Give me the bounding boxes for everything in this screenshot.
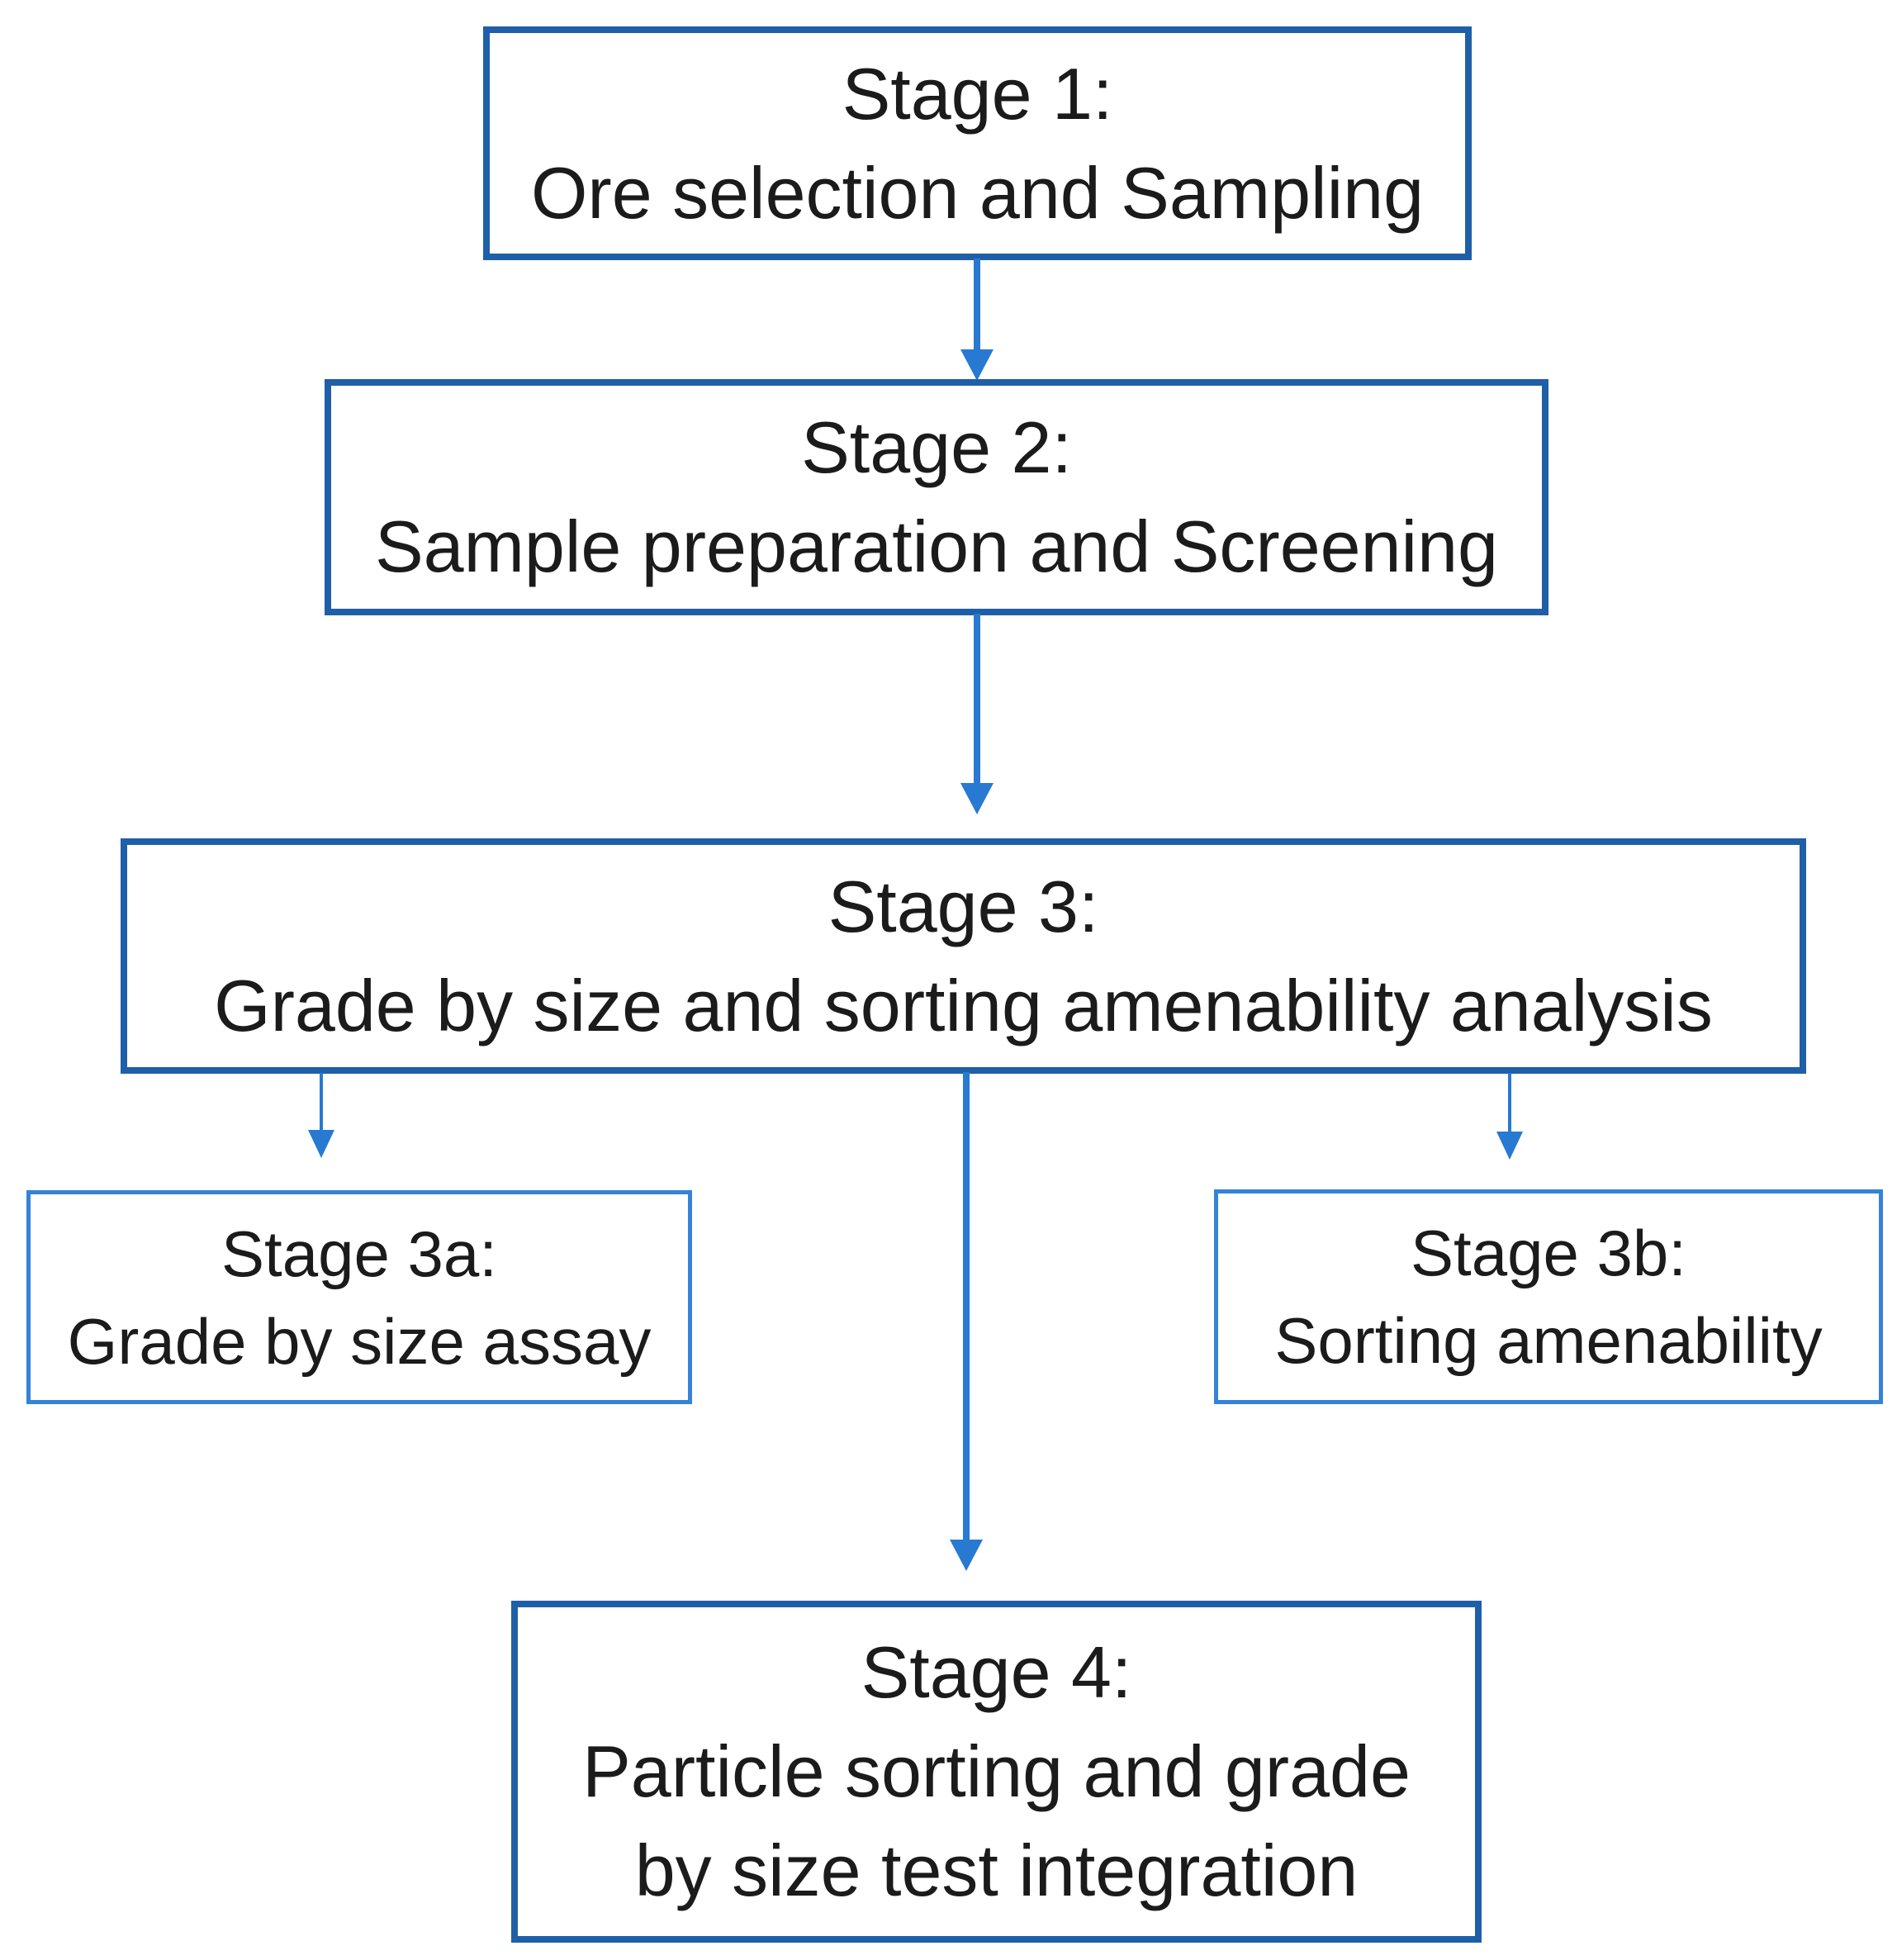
- stage4-description-line2: by size test integration: [634, 1829, 1359, 1911]
- arrow-stem: [320, 1073, 323, 1130]
- stage3-title: Stage 3:: [828, 865, 1099, 947]
- arrow-head: [960, 349, 994, 381]
- stage2-title: Stage 2:: [801, 406, 1072, 488]
- stage2-description: Sample preparation and Screening: [374, 505, 1498, 587]
- arrow-stem: [1508, 1073, 1511, 1132]
- stage3b-description: Sorting amenability: [1274, 1304, 1823, 1377]
- arrow-head: [308, 1130, 334, 1158]
- arrow-head: [1496, 1132, 1523, 1160]
- stage4-box: Stage 4: Particle sorting and grade by s…: [511, 1601, 1482, 1943]
- stage4-description-line1: Particle sorting and grade: [582, 1730, 1411, 1812]
- arrow-stage3-to-stage3b: [1496, 1073, 1523, 1160]
- stage3b-title: Stage 3b:: [1411, 1217, 1686, 1289]
- arrow-stem: [974, 614, 980, 783]
- stage3b-box: Stage 3b: Sorting amenability: [1214, 1189, 1883, 1404]
- stage2-box: Stage 2: Sample preparation and Screenin…: [325, 379, 1548, 615]
- stage4-title: Stage 4:: [861, 1631, 1132, 1713]
- stage1-box: Stage 1: Ore selection and Sampling: [483, 26, 1472, 260]
- stage3-box: Stage 3: Grade by size and sorting amena…: [121, 838, 1806, 1074]
- arrow-stage1-to-stage2: [960, 259, 994, 381]
- stage3a-title: Stage 3a:: [221, 1217, 497, 1290]
- arrow-stage3-to-stage3a: [308, 1073, 334, 1158]
- stage3-description: Grade by size and sorting amenability an…: [214, 964, 1713, 1046]
- stage3a-box: Stage 3a: Grade by size assay: [26, 1190, 692, 1404]
- arrow-head: [950, 1540, 983, 1571]
- arrow-stage3-to-stage4: [950, 1072, 983, 1571]
- arrow-head: [960, 783, 994, 814]
- arrow-stage2-to-stage3: [960, 614, 994, 814]
- arrow-stem: [963, 1072, 970, 1540]
- stage3a-description: Grade by size assay: [67, 1304, 652, 1378]
- stage1-description: Ore selection and Sampling: [530, 151, 1425, 234]
- arrow-stem: [974, 259, 980, 349]
- stage1-title: Stage 1:: [842, 52, 1113, 135]
